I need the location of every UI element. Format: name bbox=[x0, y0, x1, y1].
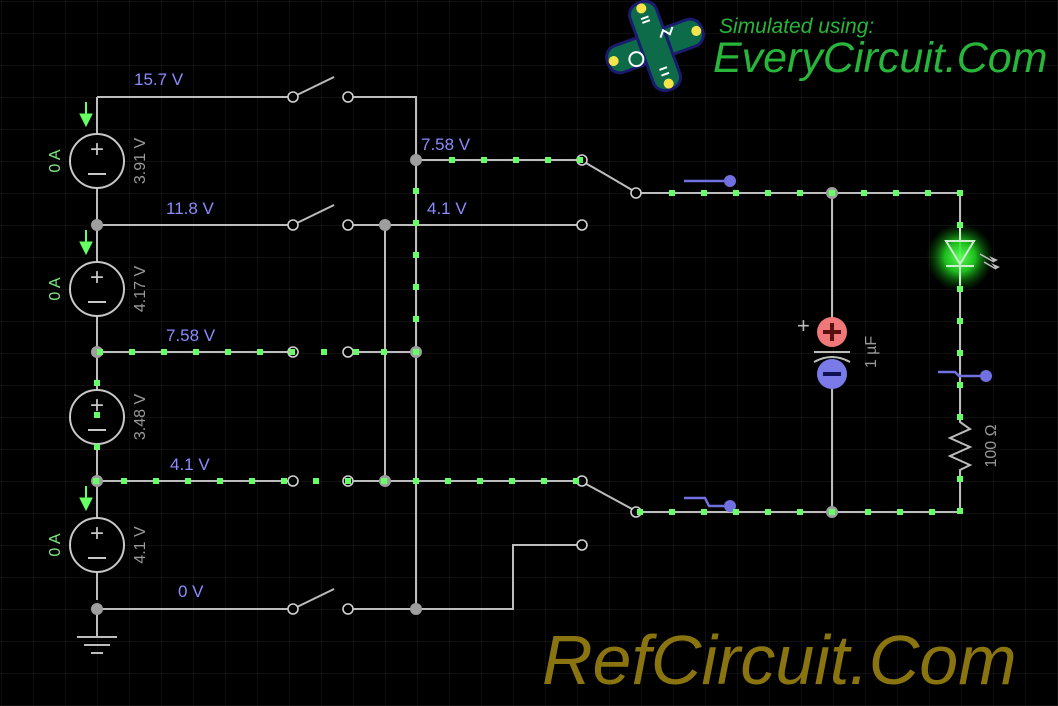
probe-icon[interactable] bbox=[938, 370, 992, 382]
everycircuit-brand-text: EveryCircuit.Com bbox=[713, 34, 1048, 82]
probe-icon[interactable] bbox=[684, 175, 736, 187]
svg-text:+: + bbox=[90, 392, 104, 419]
voltage-label: 7.58 V bbox=[166, 326, 216, 345]
resistor-icon[interactable] bbox=[947, 415, 973, 475]
switch-icon[interactable] bbox=[287, 204, 354, 231]
voltage-label: 4.1 V bbox=[170, 455, 210, 474]
source-voltage-label: 3.91 V bbox=[132, 138, 149, 185]
battery-icon[interactable]: + bbox=[69, 517, 125, 573]
source-current-label: 0 A bbox=[47, 277, 64, 300]
voltage-label: 11.8 V bbox=[166, 199, 215, 218]
source-voltage-label: 4.1 V bbox=[132, 526, 149, 564]
current-arrow-icon bbox=[79, 102, 93, 512]
voltage-label: 7.58 V bbox=[421, 135, 471, 154]
battery-icon[interactable]: + bbox=[69, 133, 125, 189]
svg-text:+: + bbox=[90, 520, 104, 547]
refcircuit-watermark-text: RefCircuit.Com bbox=[542, 621, 1017, 699]
svg-text:+: + bbox=[90, 264, 104, 291]
switch-icon[interactable] bbox=[287, 588, 354, 615]
source-voltage-label: 4.17 V bbox=[132, 266, 149, 313]
battery-icon[interactable]: + bbox=[69, 261, 125, 317]
led-icon[interactable] bbox=[926, 223, 1000, 291]
capacitor-plus-sign: + bbox=[797, 313, 810, 338]
capacitor-icon[interactable]: + bbox=[797, 313, 851, 389]
source-current-label: 0 A bbox=[47, 533, 64, 556]
voltage-label: 4.1 V bbox=[427, 199, 467, 218]
everycircuit-logo-icon bbox=[605, 0, 705, 93]
source-current-label: 0 A bbox=[47, 149, 64, 172]
voltage-label: 0 V bbox=[178, 582, 204, 601]
capacitor-value-label: 1 µF bbox=[863, 336, 880, 369]
resistor-value-label: 100 Ω bbox=[983, 424, 1000, 467]
ground-icon[interactable] bbox=[77, 636, 117, 654]
switch-icon[interactable] bbox=[287, 76, 354, 103]
voltage-label: 15.7 V bbox=[134, 70, 184, 89]
switch-icon[interactable] bbox=[576, 475, 642, 551]
simulated-using-text: Simulated using: bbox=[719, 15, 874, 38]
current-dots bbox=[93, 157, 963, 515]
source-voltage-label: 3.48 V bbox=[132, 394, 149, 441]
svg-text:+: + bbox=[90, 136, 104, 163]
